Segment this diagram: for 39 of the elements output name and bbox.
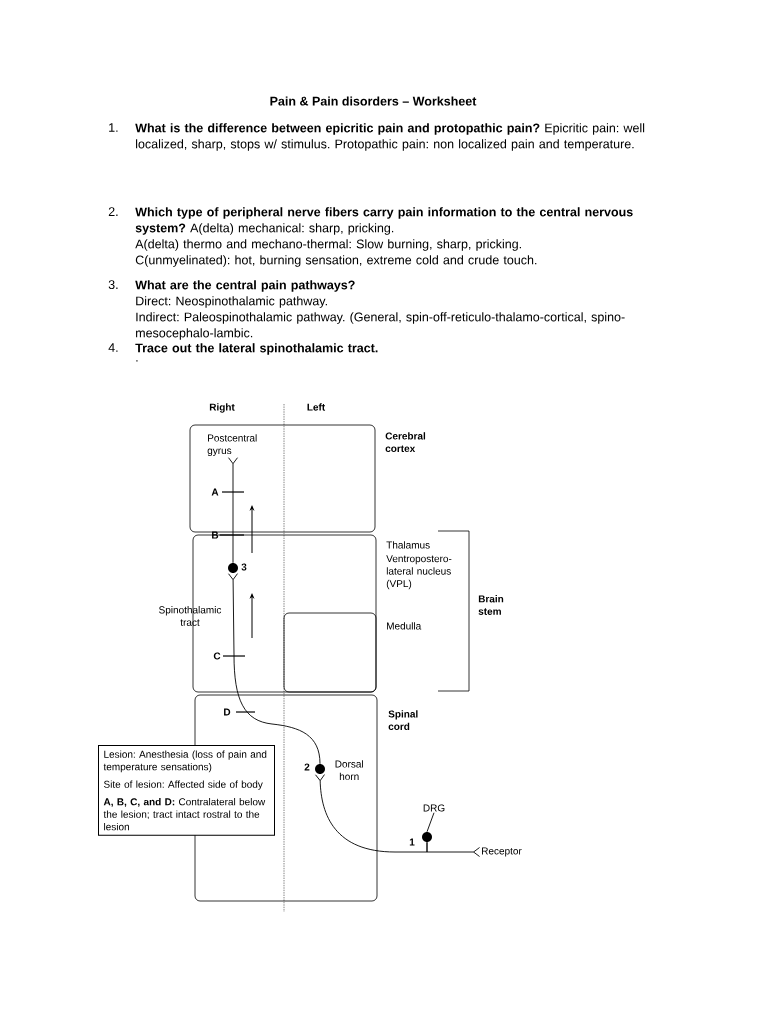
nerve-fiber: [228, 457, 238, 564]
question-text: Which type of peripheral nerve fibers carry pain information to the central nervous system? A(delta) mechanical: sharp, pricking.: [135, 207, 633, 235]
region-label: Dorsal horn: [335, 760, 363, 781]
question-number: 3.: [108, 280, 118, 290]
lesion-box: Lesion: Anesthesia (loss of pain and temperature sensations) Site of lesion: Affected side of body A, B, C, and D: Contralateral below the lesion; tract intact rostral to the lesion: [98, 745, 275, 836]
region-label: Spinal cord: [388, 710, 418, 731]
question-text: Trace out the lateral spinothalamic tract.: [135, 343, 378, 355]
neuron-number: 2: [304, 763, 310, 771]
answer-text: Indirect: Paleospinothalamic pathway. (General, spin-off-reticulo-thalamo-cortical, spino-mesocephalo-lambic.: [136, 312, 625, 340]
tract-label: Spinothalamic tract: [152, 605, 228, 627]
side-label: Right: [208, 402, 236, 414]
region-label: Cerebral cortex: [385, 432, 426, 453]
lesion-letter: D: [222, 707, 232, 717]
lesion-letter: C: [212, 651, 222, 661]
region-label: Thalamus: [386, 541, 430, 549]
nerve-fiber: [315, 774, 428, 853]
title: Pain & Pain disorders – Worksheet: [270, 96, 477, 106]
region-label: Medulla: [387, 622, 422, 630]
question-text: What is the difference between epicritic pain and protopathic pain? Epicritic pain: well localized, sharp, stops w/ stimulus. Protopathic pain: non localized pain and temperature.: [135, 123, 645, 151]
answer-text: C(unmyelinated): hot, burning sensation, extreme cold and crude touch.: [135, 255, 537, 267]
gyrus-label: Postcentral gyrus: [207, 434, 257, 456]
receptor-label: Receptor: [482, 847, 522, 857]
lesion-letter: A: [210, 487, 220, 497]
region-label: Brain stem: [478, 595, 504, 615]
neuron-number: 1: [409, 838, 415, 846]
question-number: 1.: [109, 123, 118, 132]
side-label: Left: [305, 402, 327, 412]
answer-text: A(delta) thermo and mechano-thermal: Slow burning, sharp, pricking.: [135, 239, 521, 251]
lesion-letter: B: [210, 530, 220, 540]
question-number: 2.: [108, 207, 118, 216]
nerve-fiber: [228, 573, 321, 765]
ganglion-label: DRG: [423, 804, 445, 812]
period-mark: .: [136, 360, 138, 362]
leader-line: [426, 812, 435, 833]
question-text: What are the central pain pathways?: [135, 280, 355, 292]
question-number: 4.: [108, 343, 118, 352]
region-label: Ventropostero-lateral nucleus (VPL): [386, 555, 452, 590]
answer-text: Direct: Neospinothalamic pathway.: [136, 296, 327, 308]
neuron-number: 3: [241, 563, 247, 571]
